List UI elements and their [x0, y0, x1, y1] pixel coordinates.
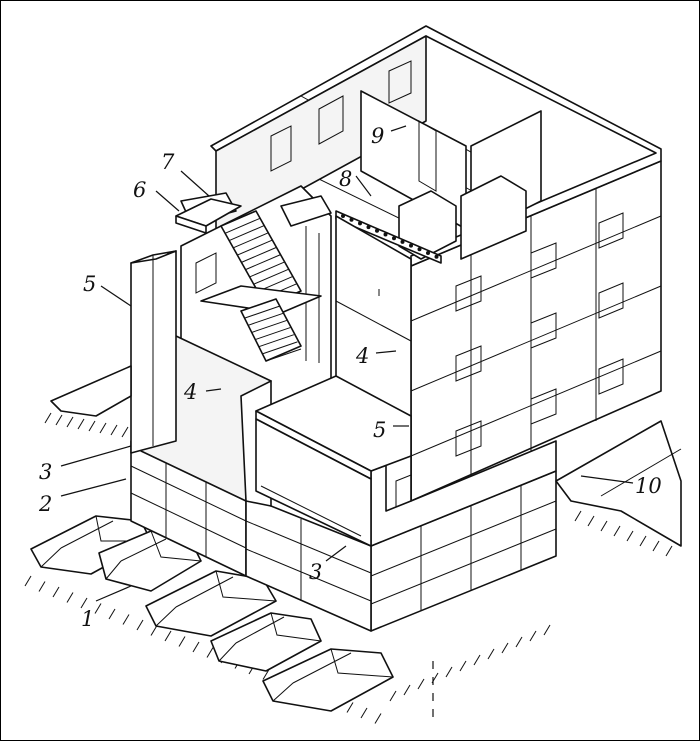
- label-5-right: 5: [373, 418, 386, 442]
- label-9: 9: [371, 124, 384, 148]
- label-3-bottom: 3: [309, 560, 322, 584]
- entrance-platform: [50, 365, 132, 417]
- interior-rooms-upper: [215, 35, 542, 260]
- label-5-left: 5: [83, 272, 96, 296]
- staircase: [180, 192, 332, 362]
- label-1: 1: [81, 607, 94, 631]
- main-block-front-facade: [370, 440, 557, 547]
- label-6: 6: [133, 178, 146, 202]
- label-10: 10: [635, 474, 662, 498]
- ground-floor-slab: [255, 375, 412, 547]
- ground-floor-left-room: [130, 250, 272, 507]
- leader-lines: [60, 125, 634, 602]
- stair-landing-slab: [175, 198, 242, 234]
- label-3-left: 3: [39, 460, 52, 484]
- side-ground-slab: [555, 420, 682, 547]
- label-4-middle: 4: [355, 344, 369, 368]
- label-2: 2: [38, 492, 52, 516]
- label-8: 8: [339, 167, 352, 191]
- foundation-pads: [30, 515, 394, 712]
- callout-labels: 1 2 3 3 4 4 5 5 6 7 8 9 10: [38, 124, 662, 631]
- label-4-left: 4: [183, 380, 197, 404]
- label-7: 7: [161, 150, 175, 174]
